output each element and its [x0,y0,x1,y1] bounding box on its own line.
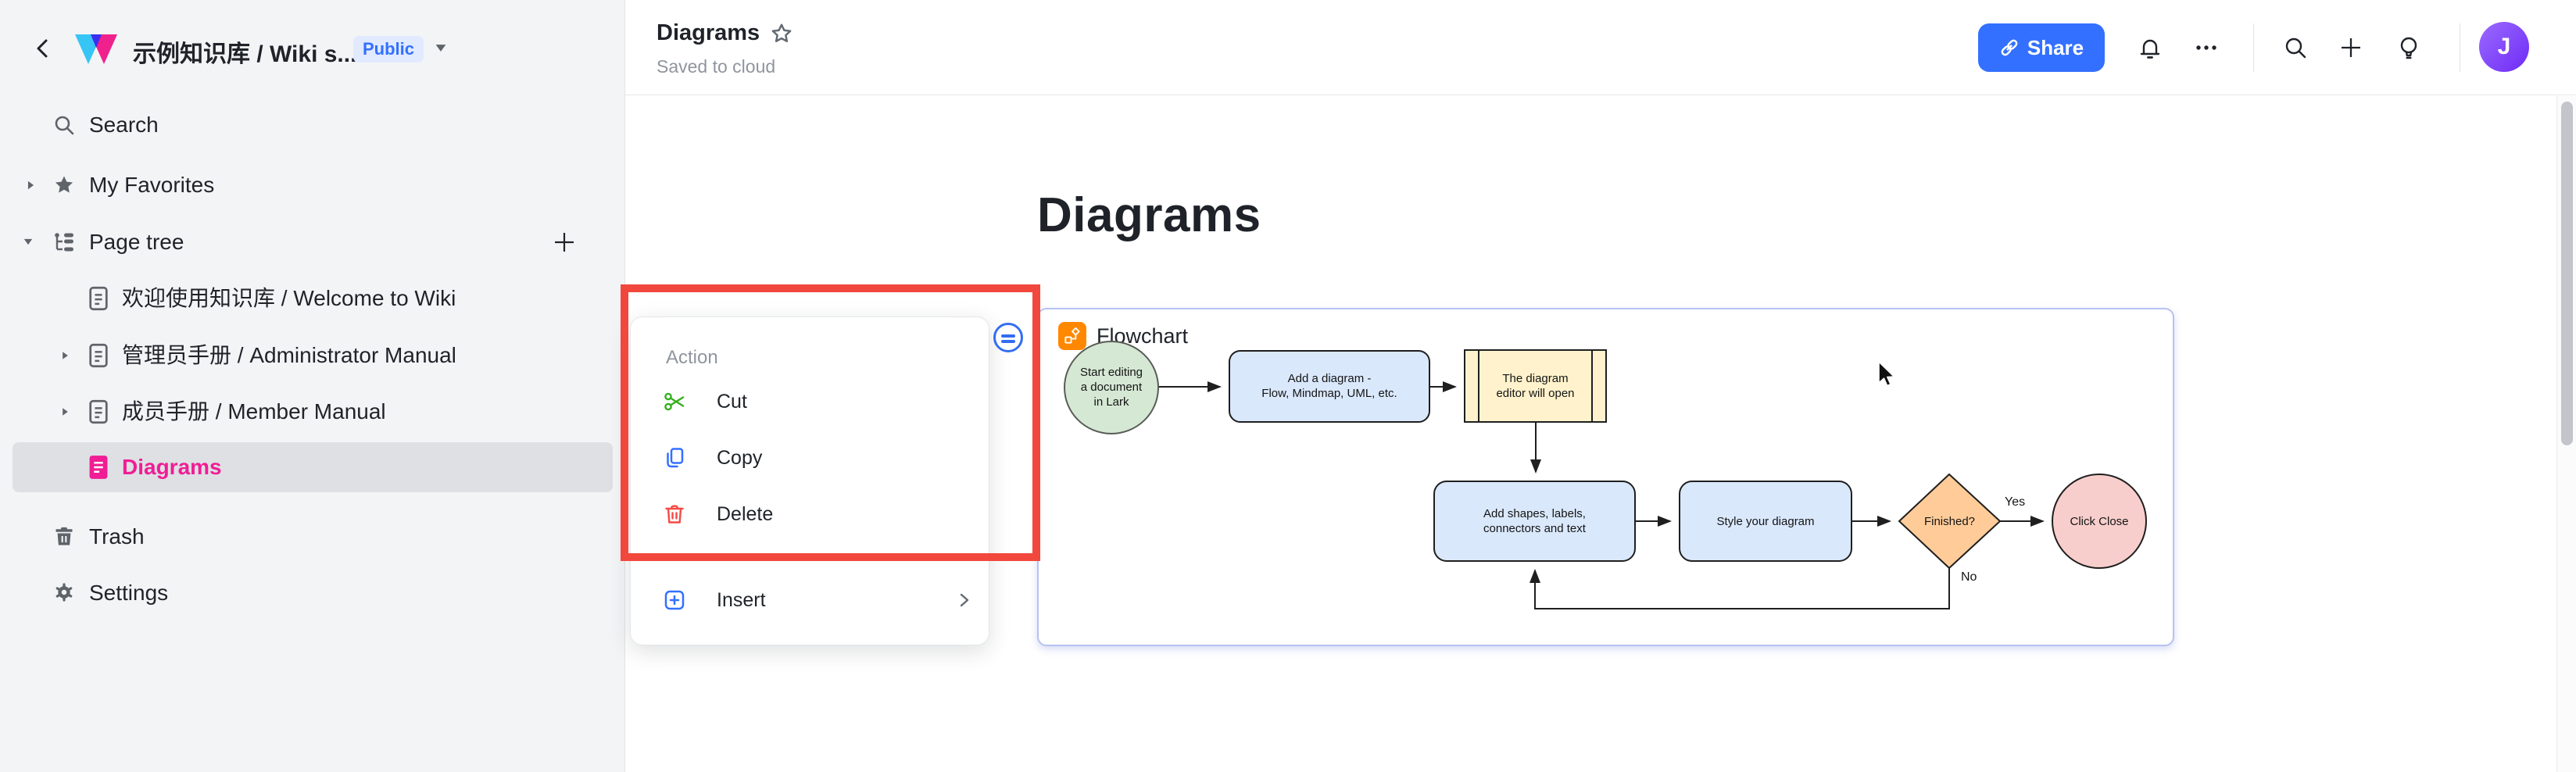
document-icon [89,343,108,368]
trash-label: Trash [89,524,145,549]
menu-item-label: Delete [717,502,774,525]
menu-item-label: Cut [717,390,747,413]
divider [2253,23,2254,72]
block-menu-handle[interactable] [993,323,1023,352]
wiki-logo-icon [75,34,117,64]
flow-edge-label-yes: Yes [2005,495,2026,509]
menu-item-delete[interactable]: Delete [640,489,981,539]
menu-section-label: Action [666,347,718,368]
more-ellipsis-icon[interactable] [2193,34,2220,61]
document-icon [89,456,108,479]
page-title: Diagrams [1037,188,1261,242]
scissors-icon [664,392,685,411]
doc-title: Diagrams [657,20,760,45]
page-tree-icon [55,233,73,252]
flow-node-add-diagram: Add a diagram -Flow, Mindmap, UML, etc. [1261,372,1397,400]
share-label: Share [2027,35,2084,59]
mouse-cursor [1878,361,1895,387]
selected-row-highlight [13,442,613,492]
favorite-star-icon[interactable] [770,22,793,45]
save-status: Saved to cloud [657,56,776,77]
star-icon [55,176,73,193]
document-icon [89,286,108,311]
scrollbar-thumb[interactable] [2561,102,2573,445]
tree-item-label: 成员手册 / Member Manual [122,399,386,424]
chevron-down-icon[interactable] [435,45,446,52]
chevron-right-icon [960,593,969,607]
search-icon[interactable] [2282,34,2309,61]
context-menu: Action Cut Copy Delete Insert [630,316,989,645]
trash-icon [55,527,73,545]
menu-item-label: Insert [717,588,766,611]
search-icon [55,116,74,135]
favorites-label: My Favorites [89,173,215,197]
page-tree-label: Page tree [89,230,184,254]
wiki-title[interactable]: 示例知识库 / Wiki s... [133,41,357,67]
flow-node-close: Click Close [2070,515,2129,528]
help-lightbulb-icon[interactable] [2395,34,2422,61]
gear-icon [55,583,73,602]
insert-plus-icon [664,590,685,610]
menu-item-label: Copy [717,446,763,469]
top-bar: Diagrams Saved to cloud Share J [625,0,2576,95]
copy-icon [667,448,684,468]
flow-edge-label-no: No [1961,570,1977,584]
link-icon [2001,39,2018,56]
annotation-highlight-rectangle [621,284,1040,561]
notifications-bell-icon[interactable] [2137,34,2163,61]
flow-node-style: Style your diagram [1716,515,1815,528]
public-badge: Public [353,36,424,63]
trash-icon [665,505,684,524]
search-label: Search [89,113,159,137]
tree-item-label: 欢迎使用知识库 / Welcome to Wiki [122,286,456,310]
flow-node-add-shapes: Add shapes, labels,connectors and text [1483,507,1586,535]
avatar-initial: J [2497,34,2511,59]
share-button[interactable]: Share [1978,23,2105,72]
add-page-icon[interactable] [552,230,577,255]
flow-node-finished: Finished? [1923,515,1976,528]
document-icon [89,399,108,424]
chevron-right-icon[interactable] [63,352,68,359]
flowchart-app-icon [1058,322,1086,350]
create-plus-icon[interactable] [2338,34,2364,61]
tree-item-label: Diagrams [122,455,222,479]
menu-item-insert[interactable]: Insert [640,575,981,625]
menu-item-cut[interactable]: Cut [640,377,981,427]
menu-item-copy[interactable]: Copy [640,433,981,483]
settings-label: Settings [89,581,169,605]
tree-item-label: 管理员手册 / Administrator Manual [122,343,456,367]
sidebar: 示例知识库 / Wiki s... Public Search My Favor… [0,0,625,772]
avatar[interactable]: J [2479,22,2529,72]
chevron-right-icon[interactable] [27,180,34,190]
flowchart-canvas [1064,341,2147,609]
back-icon[interactable] [33,38,55,59]
chevron-right-icon[interactable] [63,408,68,416]
chevron-down-icon[interactable] [23,238,33,245]
